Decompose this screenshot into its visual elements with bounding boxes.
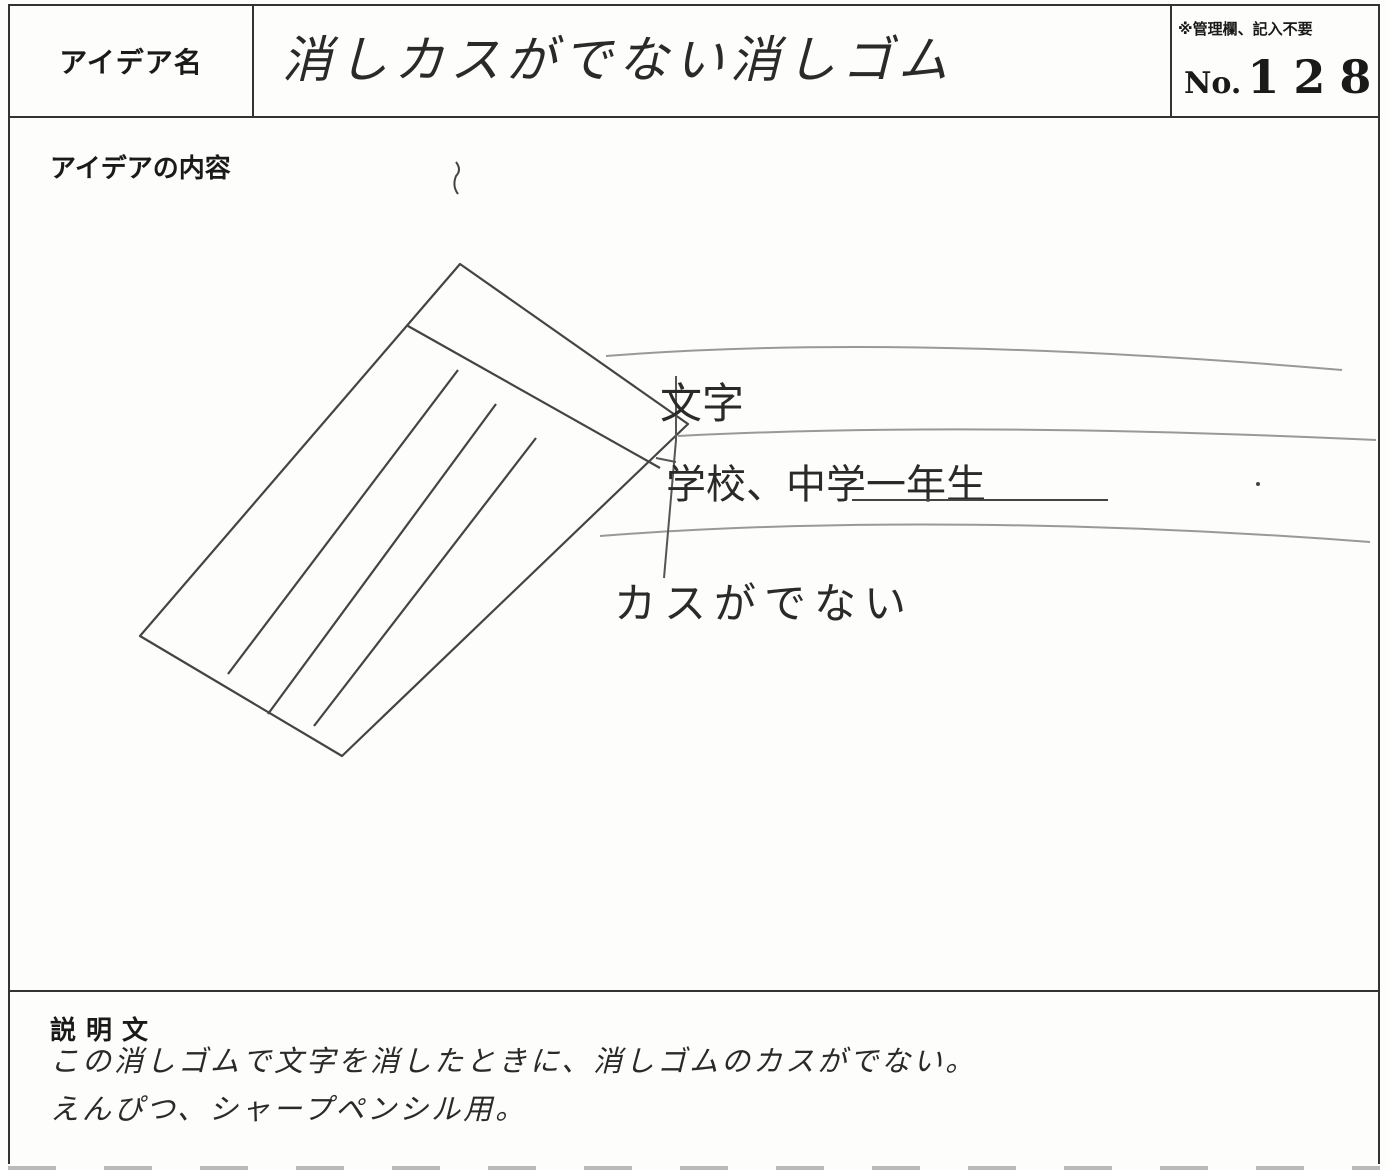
idea-form: アイデア名 消しカスがでない消しゴム ※管理欄、記入不要 No.128 アイデア… (8, 4, 1380, 1164)
admin-box: ※管理欄、記入不要 No.128 (1170, 6, 1378, 116)
pointer-tick (655, 457, 677, 463)
bottom-dashed-edge (8, 1166, 1380, 1170)
description-label: 説明文 (50, 1016, 159, 1046)
paper-line-top (605, 346, 1343, 371)
admin-note: ※管理欄、記入不要 (1178, 20, 1313, 38)
paper-line-bottom (599, 523, 1371, 543)
sketch-label-school: 学校、中学一年生 (666, 462, 986, 508)
eraser-sleeve-line (407, 325, 661, 469)
description-line-2: えんぴつ、シャープペンシル用。 (50, 1092, 528, 1126)
admin-number: No.128 (1184, 50, 1385, 104)
stray-dot (1256, 482, 1260, 486)
sketch-label-moji: 文字 (660, 379, 744, 428)
eraser-stripe-1 (227, 369, 459, 675)
eraser-body (138, 262, 690, 758)
description-line-1: この消しゴムで文字を消したときに、消しゴムのカスがでない。 (50, 1044, 978, 1078)
sketch-label-no-debris: カスがでない (614, 579, 914, 628)
admin-number-prefix: No. (1184, 66, 1242, 101)
idea-name-value: 消しカスがでない消しゴム (282, 31, 954, 89)
paper-line-middle (677, 428, 1377, 441)
idea-name-label: アイデア名 (10, 6, 254, 116)
admin-number-value: 128 (1247, 50, 1386, 104)
description-area: 説明文 この消しゴムで文字を消したときに、消しゴムのカスがでない。 えんぴつ、シ… (10, 992, 1378, 1164)
stray-mark (453, 161, 460, 195)
eraser-stripe-3 (313, 437, 537, 727)
pointer-line (663, 376, 677, 579)
eraser-stripe-2 (267, 403, 497, 715)
idea-content-label: アイデアの内容 (50, 154, 231, 184)
eraser-sketch: 文字 学校、中学一年生 カスがでない (138, 161, 1377, 758)
header-row: アイデア名 消しカスがでない消しゴム ※管理欄、記入不要 No.128 (10, 6, 1378, 118)
idea-content-area: アイデアの内容 文字 学校、中学一年生 カスがでない (10, 118, 1378, 992)
